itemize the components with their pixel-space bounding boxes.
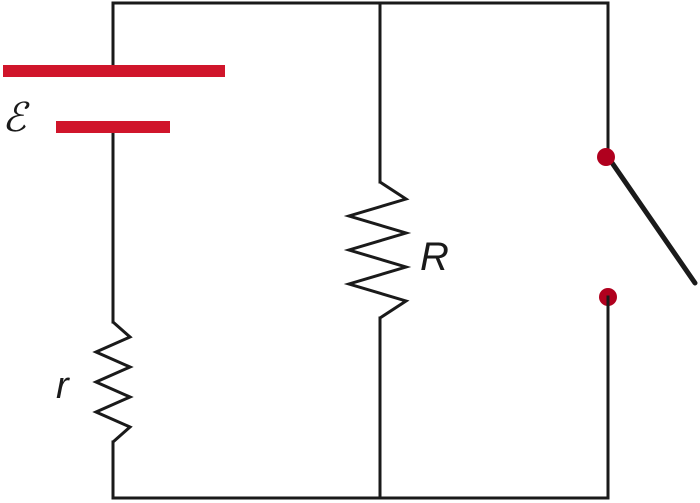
internal-resistance-label: r <box>56 365 70 407</box>
emf-label: ℰ <box>2 95 30 141</box>
load-resistor-R <box>343 180 412 320</box>
switch-lever <box>605 154 698 286</box>
switch-top-contact <box>597 148 615 166</box>
load-resistance-label: R <box>420 235 449 279</box>
internal-resistor-r <box>92 320 134 444</box>
